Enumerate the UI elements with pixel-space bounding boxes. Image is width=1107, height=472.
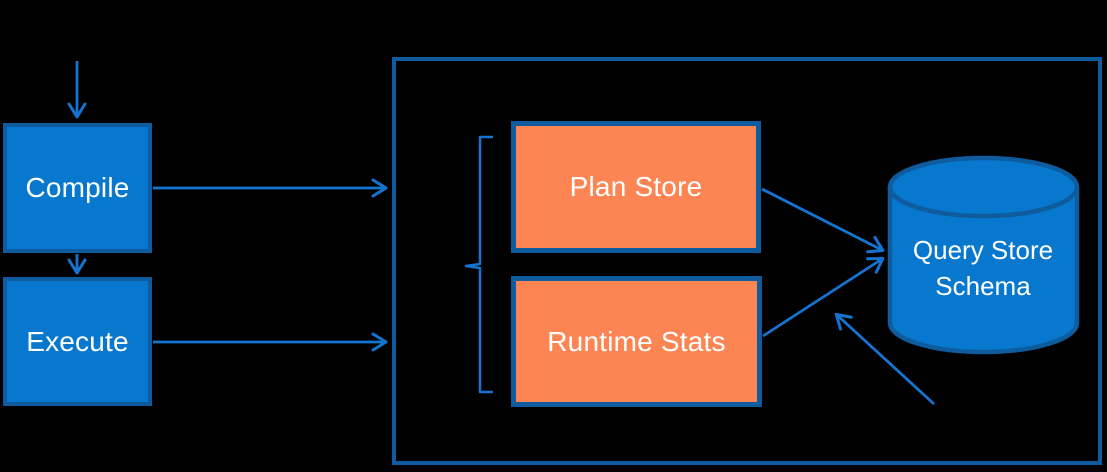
arrow-annotation-bottom-right [834,312,935,406]
plan-store-node: Plan Store [511,121,761,253]
cylinder-body [887,187,1080,355]
query-store-schema-label: Query Store Schema [912,235,1054,301]
query-store-schema-cylinder [887,155,1080,355]
arrow-runtime-stats-to-schema [762,256,885,338]
compile-label: Compile [25,172,130,203]
cylinder-top [887,155,1080,219]
plan-store-label: Plan Store [569,171,703,202]
stores-group-bracket [464,135,493,394]
runtime-stats-label: Runtime Stats [547,325,726,357]
compile-node: Compile [3,123,152,253]
runtime-stats-node: Runtime Stats [511,276,762,407]
execute-label: Execute [26,325,129,357]
execute-node: Execute [3,277,152,406]
arrow-plan-store-to-schema [761,187,885,254]
query-store-container-box [392,57,1102,465]
